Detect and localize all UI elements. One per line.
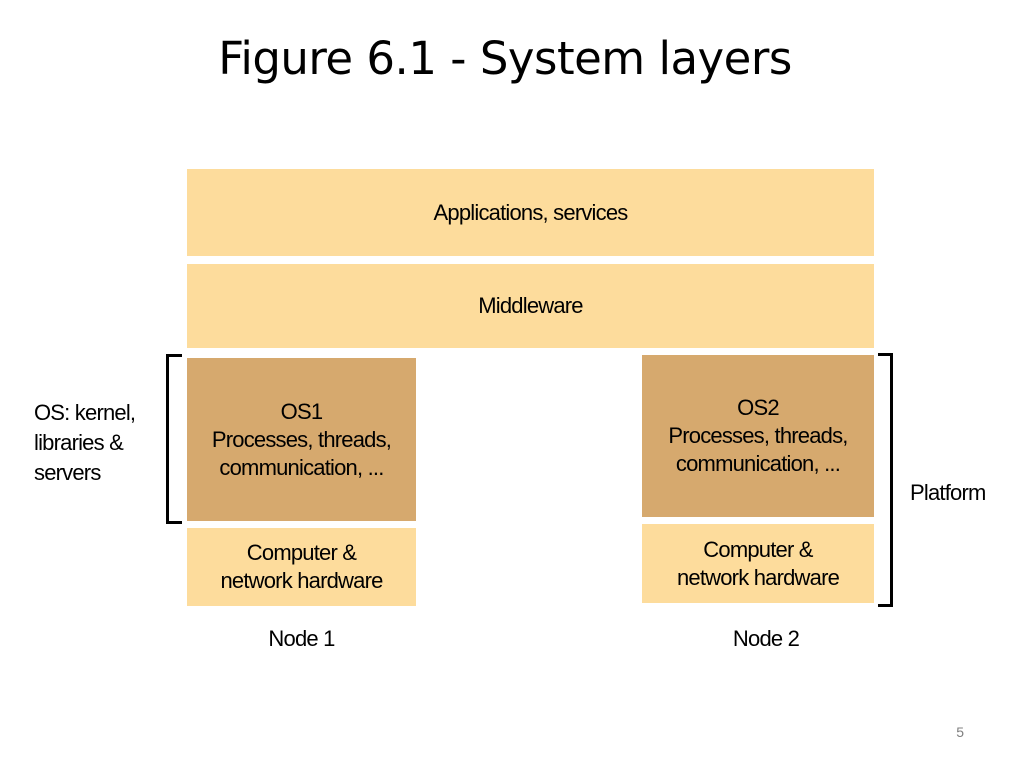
platform-label: Platform [910,478,986,508]
os-label-line: libraries & [34,430,124,455]
node1-hardware-line: Computer & [246,540,357,565]
node1-label: Node 1 [268,626,335,651]
node2-hardware-layer: Computer & network hardware [642,524,874,603]
slide-title: Figure 6.1 - System layers [218,32,792,85]
node1-hardware-layer: Computer & network hardware [187,528,416,606]
node2-os-line: communication, ... [675,451,841,476]
node2-hardware-line: network hardware [676,564,840,590]
node1-os-line: communication, ... [219,454,384,480]
node2-hardware-line: Computer & [703,536,813,562]
platform-label-text: Platform [910,480,986,505]
os-label-line: servers [34,460,101,485]
node2-os-layer: OS2 Processes, threads, communication, .… [642,355,874,517]
page-number: 5 [956,724,964,740]
applications-layer-label: Applications, services [433,199,629,225]
os-label-line: OS: kernel, [34,400,136,425]
middleware-layer-label: Middleware [478,293,583,318]
applications-layer: Applications, services [187,169,874,256]
middleware-layer: Middleware [187,264,874,348]
node2-os-line: Processes, threads, [668,423,848,448]
node2-os-name: OS2 [737,395,779,420]
platform-bracket [878,353,893,607]
node1-os-line: Processes, threads, [211,426,392,452]
os-bracket [166,354,182,524]
node2-label: Node 2 [732,626,800,651]
node1-hardware-line: network hardware [220,568,383,593]
node1-os-layer: OS1 Processes, threads, communication, .… [187,358,416,521]
node1-os-name: OS1 [280,398,323,424]
os-label: OS: kernel, libraries & servers [34,398,136,488]
